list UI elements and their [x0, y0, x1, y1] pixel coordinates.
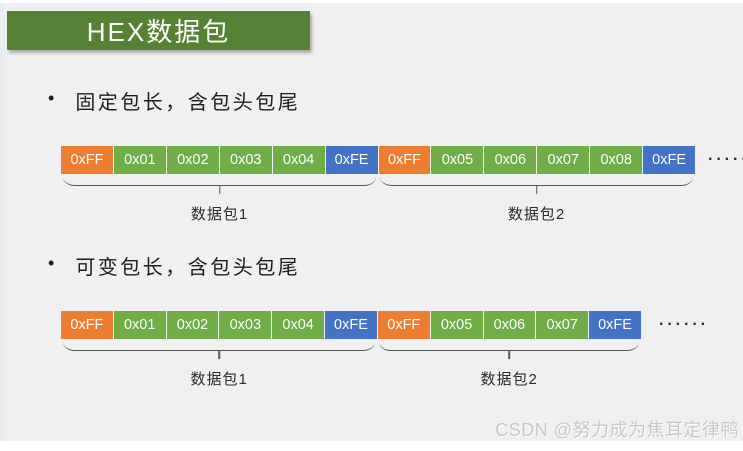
- watermark: CSDN @努力成为焦耳定律鸭: [495, 420, 739, 440]
- bullet-icon: •: [48, 88, 55, 108]
- packet-cell-header: 0xFF: [61, 146, 113, 174]
- packet-cell-data: 0x01: [112, 311, 166, 339]
- packet-braces-row: 数据包1 数据包2: [61, 176, 695, 224]
- page-title-text: HEX数据包: [86, 17, 231, 47]
- packet-cell-data: 0x04: [271, 311, 325, 339]
- packet-group-label: 数据包1: [190, 206, 249, 223]
- packet-cell-header: 0xFF: [376, 311, 430, 339]
- packet-cell-data: 0x02: [165, 311, 219, 339]
- section-heading-text: 可变包长，含包头包尾: [75, 257, 301, 279]
- brace-icon: [380, 176, 693, 194]
- packet-cell-data: 0x03: [218, 146, 272, 174]
- packet-cell-data: 0x04: [271, 146, 325, 174]
- section-heading: • 可变包长，含包头包尾: [48, 251, 300, 280]
- bullet-icon: •: [48, 253, 55, 273]
- packet-cell-data: 0x03: [218, 311, 272, 339]
- page-title: HEX数据包: [7, 11, 310, 50]
- packet-group: 数据包2: [378, 176, 695, 224]
- packet-cell-data: 0x06: [482, 311, 536, 339]
- packet-cell-data: 0x02: [165, 146, 219, 174]
- packet-group-label: 数据包1: [190, 371, 248, 388]
- packet-cell-tail: 0xFE: [642, 146, 696, 174]
- brace-icon: [63, 176, 376, 194]
- packet-group: 数据包1: [61, 341, 377, 389]
- packet-group-label: 数据包2: [480, 371, 538, 388]
- packet-cell-data: 0x05: [429, 311, 483, 339]
- packet-cell-data: 0x05: [430, 146, 484, 174]
- packet-group: 数据包2: [377, 341, 641, 389]
- packet-cell-data: 0x07: [536, 146, 590, 174]
- packet-cell-data: 0x01: [112, 146, 166, 174]
- packet-braces-row: 数据包1 数据包2: [61, 341, 641, 389]
- packet-group: 数据包1: [61, 176, 378, 224]
- packet-cell-tail: 0xFE: [588, 311, 641, 339]
- packet-cell-tail: 0xFE: [324, 146, 378, 174]
- brace-icon: [63, 341, 376, 359]
- slide-left-edge: [0, 3, 5, 441]
- section-heading: • 固定包长，含包头包尾: [48, 86, 300, 115]
- packet-cell-header: 0xFF: [61, 311, 113, 339]
- brace-icon: [379, 341, 639, 359]
- ellipsis-dots: ······: [708, 151, 743, 168]
- packet-cell-data: 0x07: [535, 311, 589, 339]
- packet-cell-tail: 0xFE: [324, 311, 377, 339]
- packet-cell-data: 0x06: [483, 146, 537, 174]
- packet-group-label: 数据包2: [507, 206, 566, 223]
- packet-cell-data: 0x08: [589, 146, 643, 174]
- section-heading-text: 固定包长，含包头包尾: [75, 92, 301, 114]
- packet-cell-header: 0xFF: [377, 146, 431, 174]
- ellipsis-dots: ······: [659, 316, 709, 333]
